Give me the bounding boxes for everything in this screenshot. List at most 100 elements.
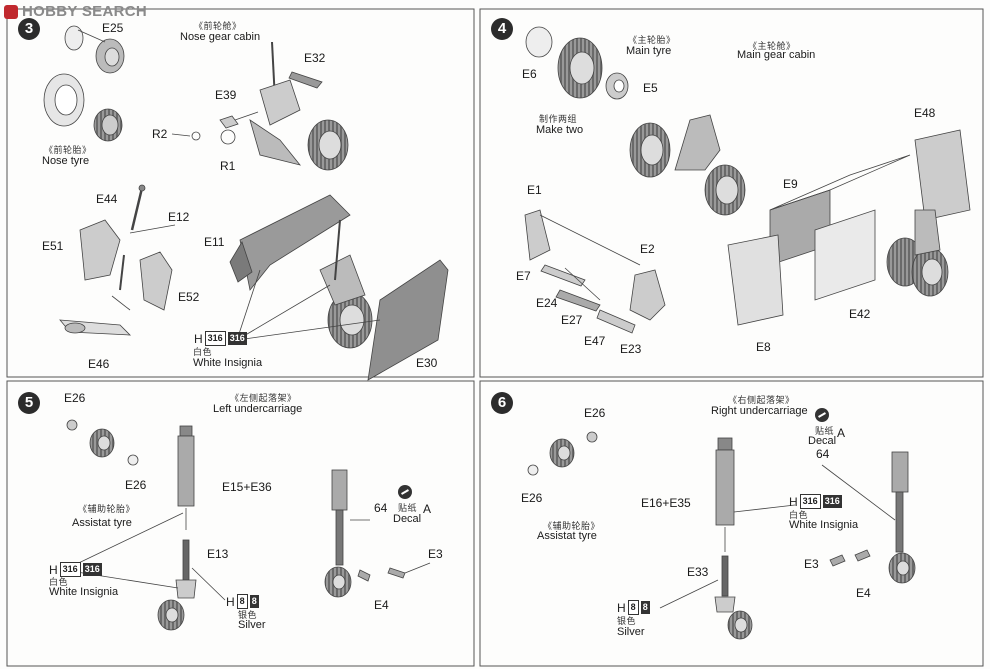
part-label: E47 (584, 334, 606, 348)
paint-name-cn: 银色 (238, 610, 258, 620)
part-label: E13 (207, 547, 229, 561)
step-number: 6 (491, 392, 513, 414)
part-label: E9 (783, 177, 798, 191)
make-two-gear-drawing (629, 114, 746, 216)
part-label: E44 (96, 192, 118, 206)
right-strut-assembled-drawing (821, 451, 916, 584)
part-label: E5 (643, 81, 658, 95)
part-label: E42 (849, 307, 871, 321)
watermark-text: HOBBY SEARCH (22, 3, 148, 20)
decal-cn: 贴纸 (398, 503, 418, 513)
part-label: E16+E35 (641, 496, 691, 510)
caption: Nose tyre (42, 155, 90, 167)
caption-cn: 《左侧起落架》 (230, 393, 297, 403)
nose-gear-strut-drawing (171, 41, 349, 171)
part-label: R1 (220, 159, 236, 173)
part-label: E3 (804, 557, 819, 571)
paint-swatch: 316 (59, 562, 81, 577)
paint-code: H (226, 594, 235, 609)
step-4-frame (479, 8, 984, 378)
caption: Make two (536, 124, 584, 136)
part-label: E6 (522, 67, 537, 81)
part-label: R2 (152, 127, 168, 141)
left-strut-drawing (63, 425, 226, 631)
part-label: E24 (536, 296, 558, 310)
paint-name-cn: 白色 (193, 347, 213, 357)
paint-name-cn: 白色 (789, 510, 809, 520)
right-strut-drawing (659, 437, 796, 640)
caption-cn: 《右侧起落架》 (728, 395, 795, 405)
main-linkage-drawing (524, 209, 666, 334)
paint-name-cn: 银色 (617, 616, 637, 626)
part-label: E8 (756, 340, 771, 354)
paint-name: Silver (617, 626, 645, 638)
decal-sheet: A (837, 426, 846, 440)
nose-tyre-drawing (43, 73, 123, 142)
step-number: 5 (18, 392, 40, 414)
part-label: E3 (428, 547, 443, 561)
paint-swatch: 316 (204, 331, 226, 346)
paint-code: H (617, 600, 626, 615)
left-strut-assembled-drawing (324, 469, 431, 598)
caption-cn: 《主轮胎》 (628, 35, 676, 45)
decal-label: Decal (808, 435, 837, 447)
main-tyre-drawing (525, 26, 629, 100)
part-label: E4 (374, 598, 389, 612)
paint-name: White Insignia (49, 586, 119, 598)
paint-callout: H 316 316 (789, 494, 842, 509)
paint-code: H (49, 562, 58, 577)
step-number: 4 (491, 18, 513, 40)
caption-cn: 《辅助轮胎》 (78, 504, 136, 514)
step-3-frame (6, 8, 475, 378)
part-label: E25 (102, 21, 124, 35)
part-label: E46 (88, 357, 110, 371)
assist-tyre-right-drawing (527, 431, 598, 476)
caption: Left undercarriage (213, 403, 303, 415)
decal-label: Decal (393, 513, 422, 525)
part-label: E52 (178, 290, 200, 304)
decal-cn: 贴纸 (815, 426, 835, 436)
step-5-frame (6, 380, 475, 667)
part-label: E26 (521, 491, 543, 505)
part-label: E30 (416, 356, 438, 370)
paint-code: H (194, 331, 203, 346)
part-label: E27 (561, 313, 583, 327)
assist-tyre-left-drawing (66, 419, 139, 466)
part-label: E2 (640, 242, 655, 256)
caption-cn: 《前轮舱》 (194, 21, 242, 31)
part-label: E4 (856, 586, 871, 600)
paint-callout: H 8 8 (226, 594, 259, 609)
part-label: E33 (687, 565, 709, 579)
part-label: E32 (304, 51, 326, 65)
paint-swatch: 8 (236, 594, 248, 609)
paint-swatch: 316 (799, 494, 821, 509)
part-label: E26 (64, 391, 86, 405)
hobby-search-logo-icon (4, 4, 18, 19)
part-label: E11 (204, 235, 225, 249)
part-label: E26 (584, 406, 606, 420)
nose-gear-cabin-drawing (229, 194, 449, 381)
paint-swatch: 316 (822, 495, 842, 508)
caption: Assistat tyre (537, 530, 597, 542)
decal-icon (815, 408, 829, 422)
caption-cn: 《前轮胎》 (44, 145, 92, 155)
caption-cn: 《辅助轮胎》 (543, 521, 601, 531)
paint-swatch: 316 (227, 332, 247, 345)
decal-icon (398, 485, 412, 499)
step-number: 3 (18, 18, 40, 40)
caption: Nose gear cabin (180, 31, 261, 43)
part-label: E51 (42, 239, 64, 253)
part-label: E39 (215, 88, 237, 102)
paint-name-cn: 白色 (49, 577, 69, 587)
paint-callout: H 316 316 (194, 331, 247, 346)
nose-linkage-drawing (59, 184, 176, 336)
decal-sheet: A (423, 502, 432, 516)
part-label: E26 (125, 478, 147, 492)
paint-swatch: 8 (249, 595, 259, 608)
part-label: E12 (168, 210, 190, 224)
paint-callout: H 8 8 (617, 600, 650, 615)
part-label: E1 (527, 183, 542, 197)
hobby-search-watermark: HOBBY SEARCH (4, 3, 147, 20)
part-label: E48 (914, 106, 936, 120)
